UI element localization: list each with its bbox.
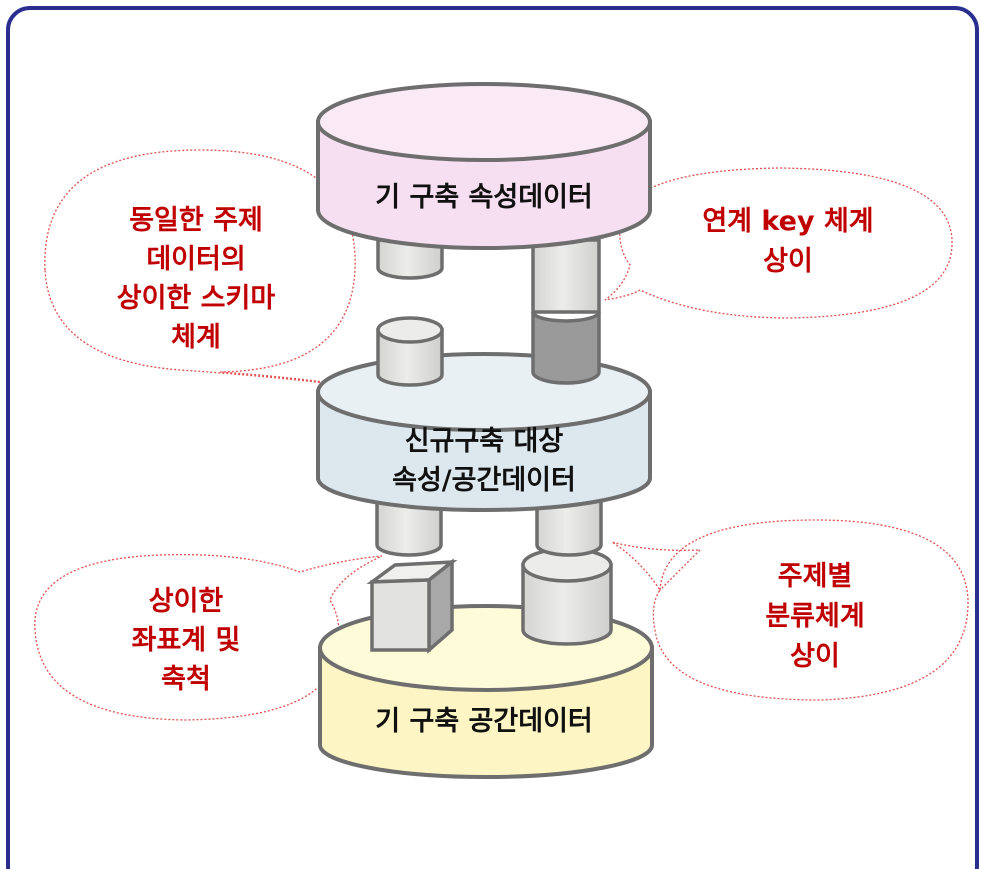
pillar-mid-left-lower [375,498,443,557]
callout-top-right [604,167,953,319]
callout-top-left-line3: 상이한 스키마 [117,283,276,314]
pillar-top-left [376,238,444,280]
cylinder-wide-right [521,547,613,646]
callout-bottom-left-line3: 축척 [161,664,211,695]
cylinder-small-left [376,316,444,387]
disk-bottom-label: 기 구축 공간데이터 [375,706,593,737]
disk-top [316,82,652,250]
disk-middle-label-line1: 신규구축 대상 [405,426,564,457]
cube-shape [366,558,458,654]
callout-bottom-right [611,519,969,701]
callout-top-right-line1: 연계 key 체계 [702,206,873,237]
callout-bottom-left-line2: 좌표계 및 [132,625,241,656]
disk-middle-label-line2: 속성/공간데이터 [392,465,576,496]
pillar-top-right [531,238,601,385]
callout-bottom-left [34,553,383,721]
callout-bottom-right-line1: 주제별 [778,561,853,592]
frame-border [6,6,979,869]
callout-top-left-line4: 체계 [171,322,221,353]
callout-top-left [44,149,391,393]
callout-top-right-line2: 상이 [763,246,813,277]
callout-bottom-left-line1: 상이한 [149,586,224,617]
callout-bottom-right-line2: 분류체계 [765,601,864,632]
callout-top-left-line1: 동일한 주제 [129,205,263,236]
disk-top-label: 기 구축 속성데이터 [375,182,593,213]
callout-top-left-line2: 데이터의 [146,244,245,275]
callout-bottom-right-line3: 상이 [790,641,840,672]
pillar-mid-right-lower [535,498,603,557]
